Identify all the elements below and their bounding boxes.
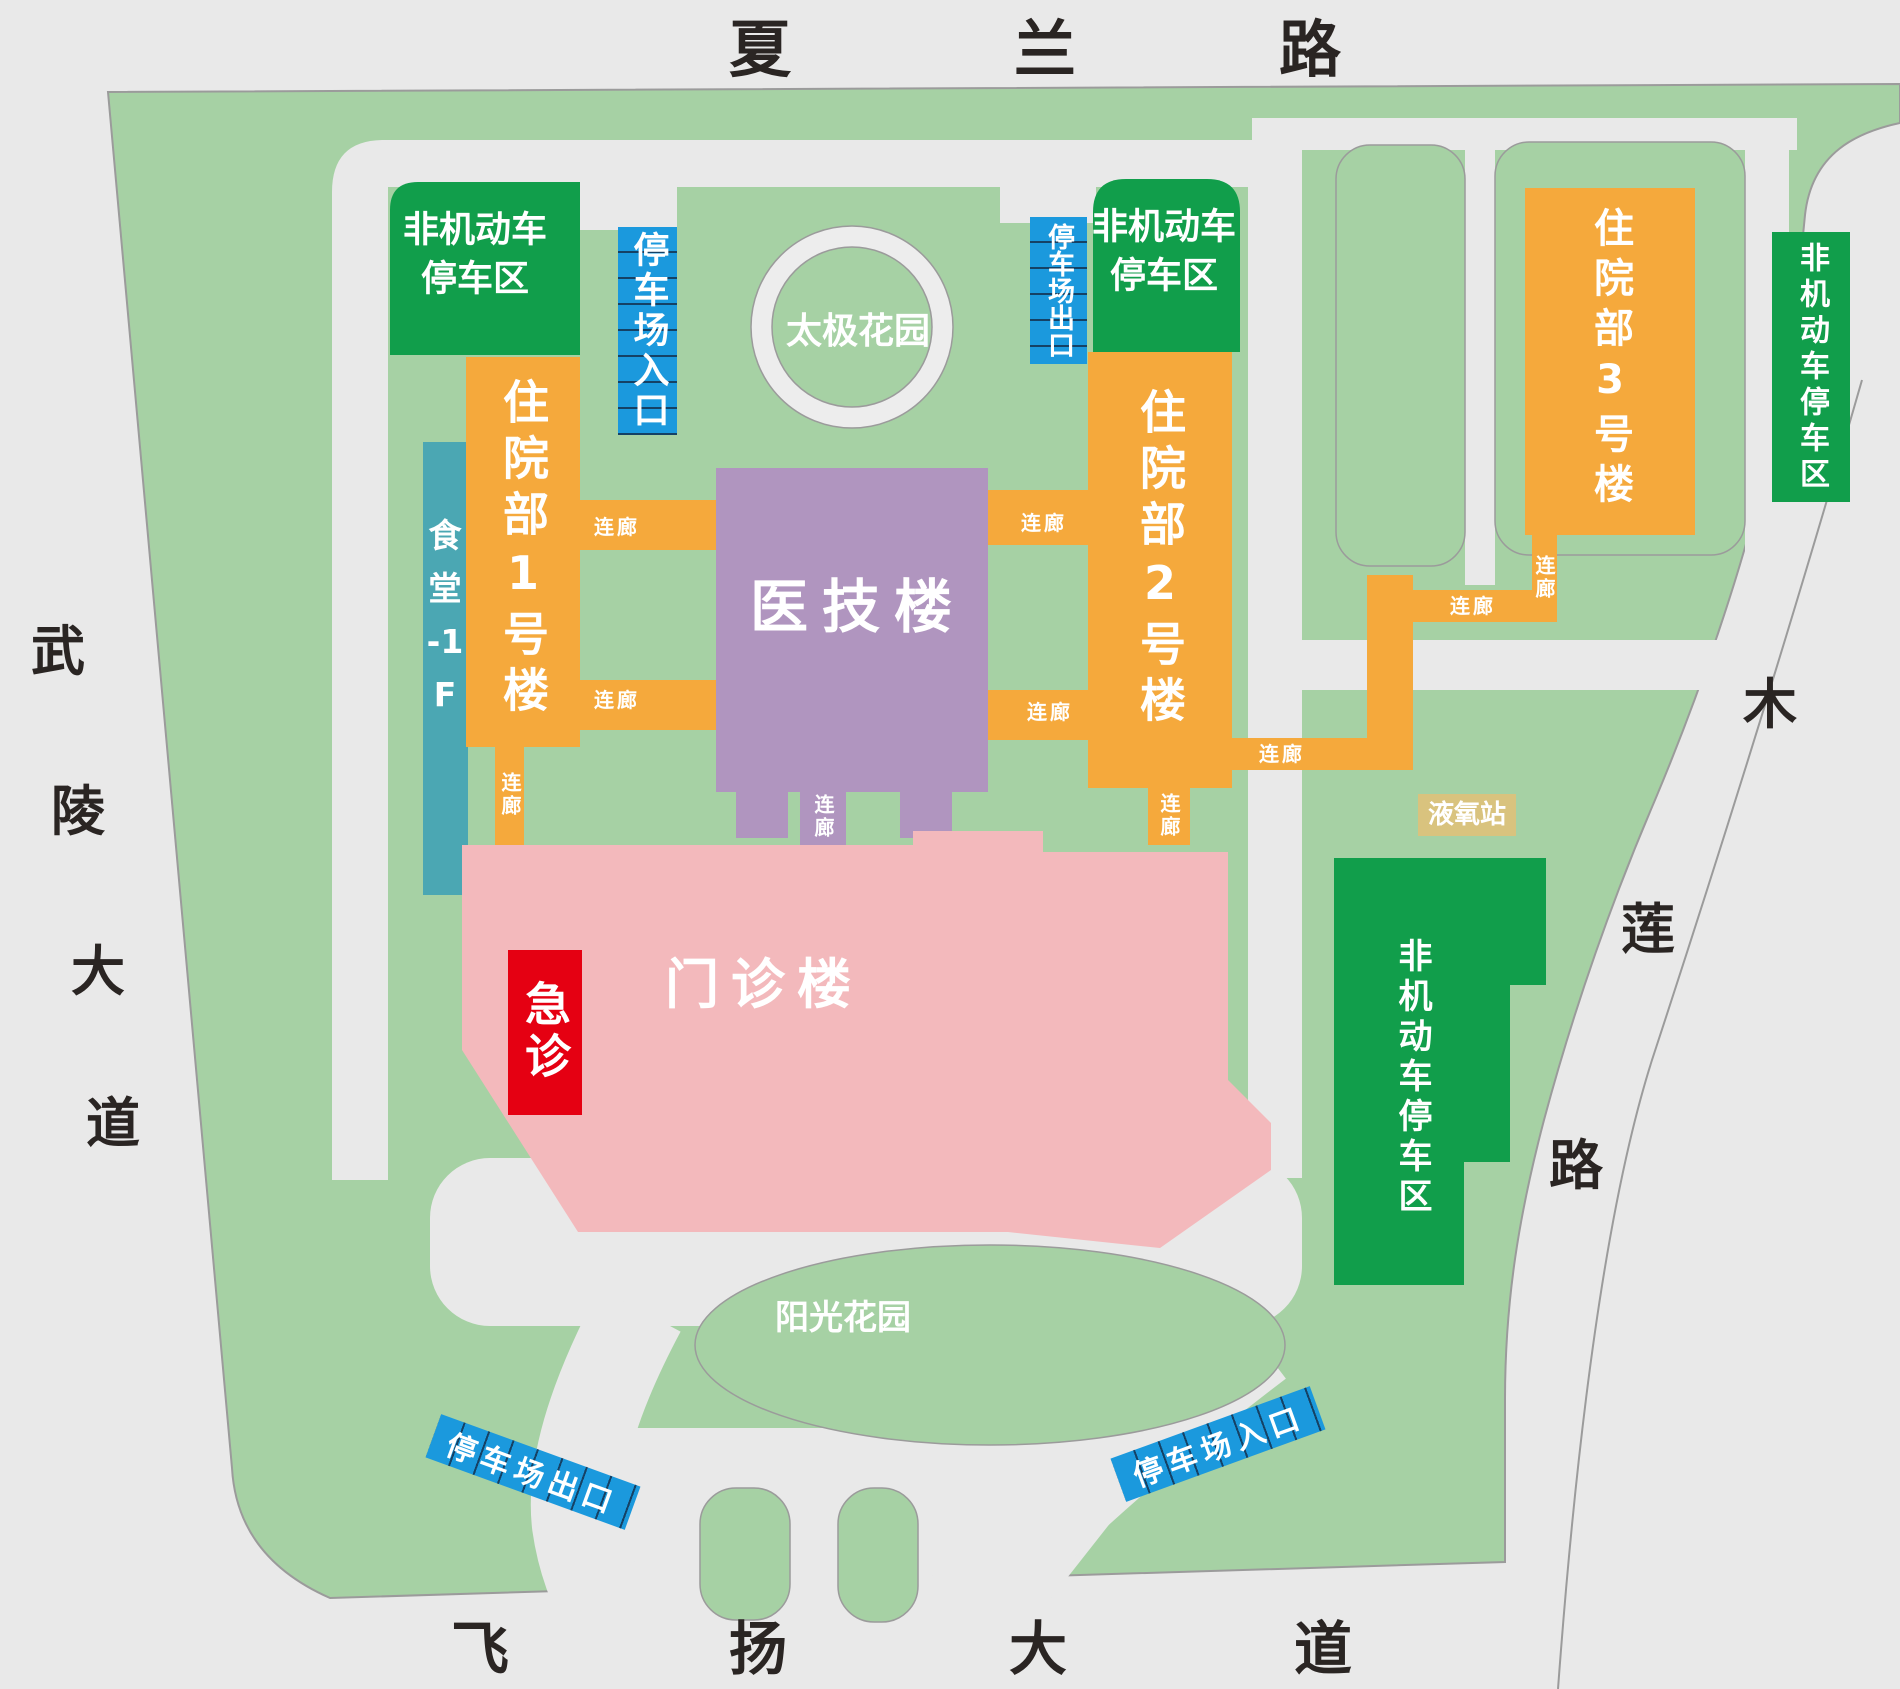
canteen-char-0: 食	[428, 516, 462, 555]
inpatient2-label: 住院部2号楼	[1133, 388, 1187, 732]
parking-entrance-sign-north: 停车场入口	[618, 227, 677, 435]
corridor-b2-upper	[988, 490, 1088, 545]
corridor-b1-stub	[495, 747, 524, 845]
south-island-right	[837, 1487, 919, 1623]
canteen-building	[423, 442, 468, 895]
parking-nw-label: 非机动车 停车区	[403, 206, 547, 303]
inpatient1-label: 住院部1号楼	[496, 378, 550, 722]
inpatient3-label: 住院部3号楼	[1587, 207, 1633, 513]
corridor-riser	[1367, 575, 1413, 770]
south-island-left	[699, 1487, 791, 1621]
canteen-char-3: F	[433, 675, 457, 714]
parking-exit-sign-north: 停车场出口	[1030, 217, 1087, 364]
emergency-label: 急诊	[518, 980, 572, 1084]
emergency-block	[508, 950, 582, 1115]
sunshine-garden-label: 阳光花园	[775, 1298, 911, 1338]
road-bottom-char-0: 飞	[450, 1615, 510, 1683]
corridor-label-b2-stub: 连廊	[1157, 793, 1181, 839]
road-bottom-char-2: 大	[1008, 1615, 1068, 1683]
entrance-road-tab	[577, 183, 677, 230]
road-left-char-2: 大	[71, 940, 125, 1003]
corridor-label-b2-lower: 连廊	[1027, 700, 1073, 724]
corridor-label-center: 连廊	[811, 794, 835, 840]
corridors	[495, 490, 1557, 845]
corridor-label-b1-lower: 连廊	[594, 688, 640, 712]
parking-se-label: 非机动车停车区	[1392, 938, 1432, 1218]
ring-road-right	[1248, 148, 1302, 1178]
island-road-middle	[1465, 140, 1495, 585]
corridor-label-b2-upper: 连廊	[1021, 511, 1067, 535]
medtech-label: 医技楼	[749, 573, 967, 641]
oxygen-station-label: 液氧站	[1427, 800, 1507, 830]
corridor-b1-lower	[580, 680, 716, 730]
road-bottom-char-1: 扬	[728, 1615, 788, 1683]
parking-n-line-0: 非机动车	[1091, 206, 1237, 248]
road-top-char-1: 兰	[1013, 13, 1077, 86]
oxygen-station-block	[1418, 794, 1516, 836]
corridor-label-run-b3: 连廊	[1450, 594, 1496, 618]
parking-entrance-sign-north-text: 停车场入口	[627, 231, 669, 431]
medtech-leg-left	[736, 792, 788, 838]
road-left-char-1: 陵	[51, 780, 105, 843]
south-stub-road	[788, 1438, 840, 1623]
canteen-char-1: 堂	[428, 569, 462, 608]
outpatient-building	[462, 831, 1271, 1248]
road-left-char-0: 武	[31, 620, 85, 683]
corridor-b2-stub	[1148, 788, 1190, 845]
parking-zone-north	[1093, 179, 1240, 352]
parking-n-label: 非机动车 停车区	[1092, 203, 1236, 300]
exit-road-tab	[1000, 183, 1096, 223]
sunshine-garden	[694, 1244, 1286, 1446]
corridor-label-b3-drop: 连廊	[1532, 555, 1556, 601]
canteen-char-2: -1	[426, 622, 464, 661]
corridor-b1-upper	[580, 500, 716, 550]
outpatient-label: 门诊楼	[665, 953, 863, 1016]
medtech-leg-right	[900, 792, 952, 838]
road-left-char-3: 道	[86, 1092, 140, 1155]
taiji-garden-label: 太极花园	[785, 311, 931, 352]
parking-nw-line-0: 非机动车	[402, 209, 548, 251]
road-top-char-0: 夏	[728, 13, 792, 86]
medtech-body	[716, 468, 988, 792]
parking-zone-east-strip	[1772, 232, 1850, 502]
parking-n-line-1: 停车区	[1109, 255, 1219, 296]
inpatient3-building	[1525, 188, 1695, 535]
medtech-corridor-center	[800, 792, 846, 845]
taiji-garden	[771, 246, 933, 408]
inpatient1-building	[466, 357, 580, 747]
parking-e-label: 非机动车停车区	[1794, 242, 1829, 494]
road-right-char-2: 路	[1549, 1134, 1603, 1197]
road-right-char-0: 木	[1743, 673, 1797, 736]
mulian-road-centerline	[1557, 379, 1863, 1689]
corridor-b3-drop	[1532, 535, 1557, 622]
nonmotor-parking-zones	[390, 179, 1850, 1285]
parking-zone-northwest	[390, 182, 580, 355]
green-island-west	[1335, 144, 1466, 567]
road-top-char-2: 路	[1278, 13, 1342, 86]
corridor-label-run-east: 连廊	[1259, 742, 1305, 766]
parking-exit-sign-north-text: 停车场出口	[1043, 223, 1074, 358]
canteen-label: 食 堂 -1 F	[427, 519, 464, 711]
medtech-building	[716, 468, 988, 845]
corridor-label-b1-stub: 连廊	[498, 772, 522, 818]
corridor-label-b1-upper: 连廊	[594, 515, 640, 539]
road-bottom-char-3: 道	[1293, 1615, 1353, 1683]
inpatient2-building	[1088, 352, 1232, 788]
parking-zone-southeast	[1334, 858, 1546, 1285]
parking-nw-line-1: 停车区	[420, 258, 530, 299]
corridor-b2-lower	[988, 690, 1088, 740]
road-right-char-1: 莲	[1621, 898, 1675, 961]
